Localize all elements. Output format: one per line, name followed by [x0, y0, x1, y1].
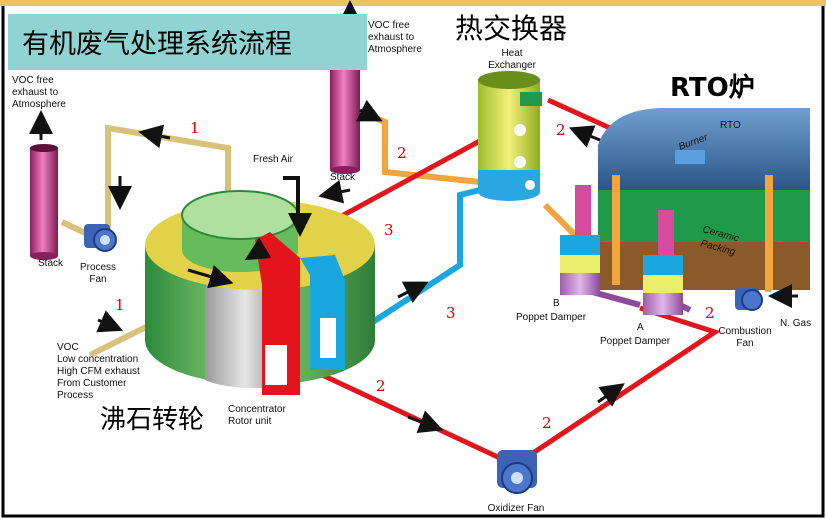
path-num-top-loop: 1: [190, 119, 200, 137]
voc-input-4: From Customer: [57, 378, 127, 389]
path-num-blue-line: 3: [446, 304, 456, 322]
zeolite-rotor: [145, 190, 375, 395]
combustion-fan-label-1: Combustion: [718, 326, 771, 337]
heat-exchanger-en-2: Exchanger: [488, 60, 536, 71]
n-gas-label: N. Gas: [780, 318, 811, 329]
voc-input-1: VOC: [57, 342, 79, 353]
voc-free-top-2: exhaust to: [368, 32, 415, 43]
rto-furnace: [598, 108, 810, 290]
fresh-air-arrow: [283, 176, 300, 215]
rto-cn-label: RTO炉: [670, 73, 755, 103]
path-num-lower-left: 2: [376, 377, 386, 395]
fresh-air-label: Fresh Air: [253, 154, 294, 165]
top-band: [0, 0, 826, 6]
voc-free-top-1: VOC free: [368, 20, 410, 31]
process-fan-label-1: Process: [80, 262, 116, 273]
zeolite-cn-label: 沸石转轮: [100, 405, 204, 435]
heat-exchanger-cn-label: 热交换器: [455, 12, 567, 45]
stack-left: [30, 144, 58, 260]
path-num-rto-line: 2: [556, 121, 566, 139]
combustion-fan: [735, 288, 763, 311]
path-num-stack-line: 2: [397, 144, 407, 162]
voc-free-left-3: Atmosphere: [12, 99, 66, 110]
process-fan-label-2: Fan: [89, 274, 106, 285]
voc-input-3: High CFM exhaust: [57, 366, 140, 377]
path-num-lower-right: 2: [542, 414, 552, 432]
path-num-damper-line: 2: [705, 304, 715, 322]
poppet-b-label: Poppet Damper: [516, 312, 587, 323]
page-title: 有机废气处理系统流程: [22, 29, 292, 60]
poppet-b-letter: B: [553, 298, 560, 309]
path-num-red-hot: 3: [384, 221, 394, 239]
oxidizer-fan: [497, 450, 537, 494]
rto-en-label: RTO: [720, 120, 741, 131]
poppet-a-label: Poppet Damper: [600, 336, 671, 347]
voc-input-2: Low concentration: [57, 354, 138, 365]
poppet-damper-b: [560, 185, 600, 295]
poppet-a-letter: A: [637, 322, 644, 333]
concentrator-label-2: Rotor unit: [228, 416, 272, 427]
oxidizer-fan-label: Oxidizer Fan: [488, 503, 545, 514]
stack-left-label: Stack: [38, 258, 64, 269]
stack-top-label: Stack: [330, 172, 356, 183]
poppet-damper-a: [643, 210, 683, 315]
heat-exchanger-en-1: Heat: [501, 48, 522, 59]
voc-free-left-2: exhaust to: [12, 87, 59, 98]
heat-exchanger: [478, 71, 542, 201]
flow-arrows: [29, 0, 798, 434]
stack-top: [330, 60, 360, 174]
concentrator-label-1: Concentrator: [228, 404, 286, 415]
voc-free-left-1: VOC free: [12, 75, 54, 86]
voc-free-top-3: Atmosphere: [368, 44, 422, 55]
path-num-left-inlet: 1: [115, 296, 125, 314]
title-box: [8, 14, 367, 70]
process-fan: [84, 224, 117, 252]
combustion-fan-label-2: Fan: [736, 338, 753, 349]
voc-input-5: Process: [57, 390, 93, 401]
